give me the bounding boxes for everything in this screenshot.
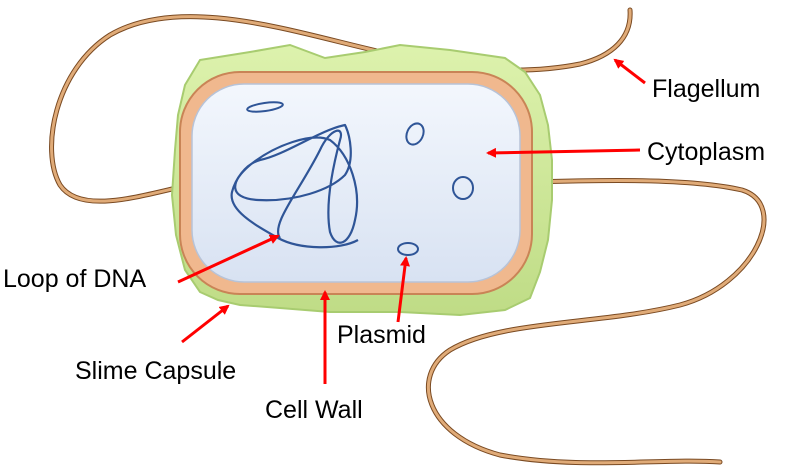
slime-capsule-label: Slime Capsule bbox=[75, 357, 236, 385]
flagella bbox=[49, 7, 767, 466]
cytoplasm-label: Cytoplasm bbox=[647, 138, 765, 166]
plasmid-arrow bbox=[396, 256, 410, 323]
plasmid-right bbox=[452, 176, 474, 200]
loop-of-dna-label: Loop of DNA bbox=[3, 265, 146, 293]
slime-capsule-arrow bbox=[181, 304, 230, 344]
plasmid-top bbox=[246, 101, 284, 113]
plasmids bbox=[246, 101, 474, 256]
cell-wall-label: Cell Wall bbox=[265, 396, 363, 424]
flagellum-label: Flagellum bbox=[652, 75, 760, 103]
plasmid-label: Plasmid bbox=[337, 321, 426, 349]
cytoplasm-arrow bbox=[486, 147, 641, 158]
label-arrows bbox=[177, 58, 646, 384]
loop-of-dna-arrow bbox=[177, 234, 280, 284]
loop-of-dna bbox=[230, 123, 359, 249]
plasmid-bottom bbox=[397, 242, 419, 256]
flagellum-arrow bbox=[613, 58, 646, 85]
plasmid-middle bbox=[405, 122, 425, 146]
